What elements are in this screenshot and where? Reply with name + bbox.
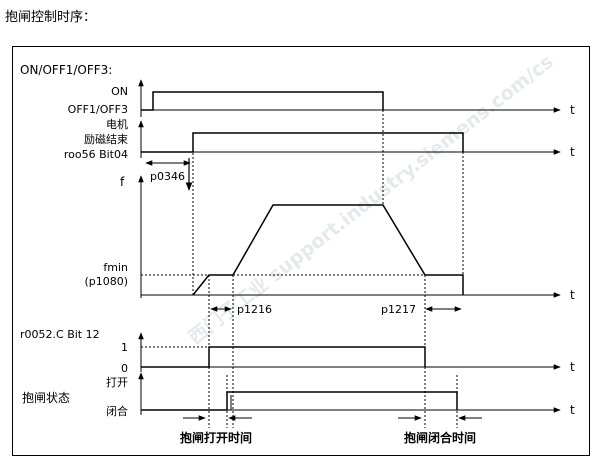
brake-closed-label: 闭合	[106, 404, 128, 418]
p0346-label: p0346	[150, 170, 185, 183]
bit12-level-1: 1	[121, 341, 128, 354]
brake-t-label: t	[570, 403, 575, 417]
magnetizing-trace	[141, 132, 464, 153]
bit12-signal: r0052.C Bit 12 1 0 t	[20, 328, 575, 375]
diagram-frame	[12, 46, 590, 456]
frequency-t-label: t	[570, 288, 575, 302]
fmin-label-1: fmin	[103, 261, 128, 274]
brake-close-time-caption: 抱闸闭合时间	[404, 430, 476, 445]
p1217-label: p1217	[381, 303, 416, 316]
diagram-title: ON/OFF1/OFF3:	[20, 63, 112, 77]
p1216-label: p1216	[237, 303, 272, 316]
brake-state-label: 抱闸状态	[22, 390, 70, 405]
page-heading: 抱闸控制时序：	[5, 10, 97, 25]
on-off-signal: ON OFF1/OFF3 t	[68, 79, 575, 117]
timing-guides	[192, 110, 464, 428]
brake-signal: 打开 抱闸状态 闭合 t	[22, 372, 575, 421]
frequency-axis-label: f	[120, 175, 125, 189]
on-off-trace	[141, 91, 384, 111]
bit12-t-label: t	[570, 360, 575, 374]
fmin-label-2: (p1080)	[84, 275, 128, 288]
off-label: OFF1/OFF3	[68, 103, 128, 116]
brake-open-time-caption: 抱闸打开时间	[180, 430, 252, 445]
magnetizing-label-1: 电机	[106, 117, 128, 131]
magnetizing-label-3: roo56 Bit04	[64, 148, 128, 161]
bit12-trace	[141, 346, 426, 368]
bit12-label: r0052.C Bit 12	[20, 328, 100, 341]
on-off-t-label: t	[570, 103, 575, 117]
magnetizing-t-label: t	[570, 145, 575, 159]
frequency-trace	[192, 204, 464, 296]
frequency-signal: f fmin (p1080) t p1216 p1217	[84, 175, 575, 316]
bit12-level-0: 0	[121, 362, 128, 375]
magnetizing-label-2: 励磁结束	[84, 133, 128, 146]
brake-trace	[141, 391, 458, 411]
brake-open-label: 打开	[106, 375, 128, 389]
on-label: ON	[111, 85, 128, 98]
